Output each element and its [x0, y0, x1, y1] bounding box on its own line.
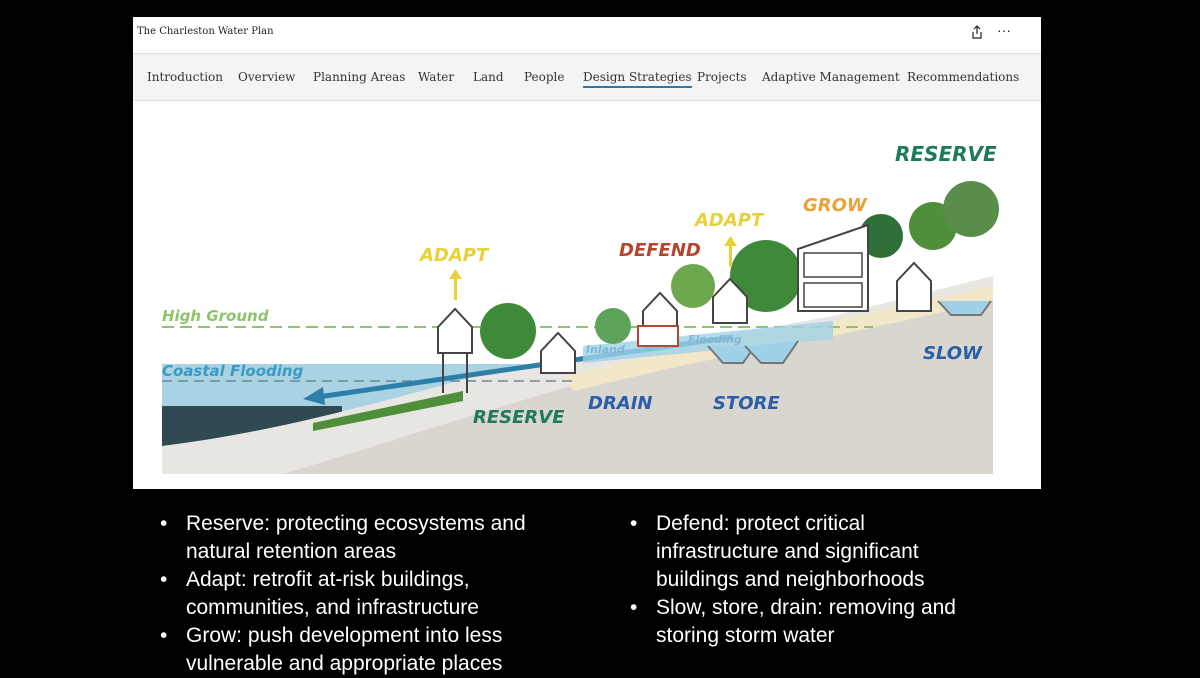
tab-land[interactable]: Land: [473, 70, 504, 84]
tab-people[interactable]: People: [524, 70, 565, 84]
house: [712, 277, 748, 324]
tall-building: [797, 223, 869, 312]
label-reserve-bottom: RESERVE: [473, 407, 565, 428]
bullet-adapt: Adapt: retrofit at-risk buildings, commu…: [160, 566, 580, 622]
tab-water[interactable]: Water: [418, 70, 455, 84]
label-coastal-flooding: Coastal Flooding: [162, 362, 304, 380]
flood-wall: [637, 325, 679, 347]
label-flooding: Flooding: [688, 333, 742, 346]
label-reserve-top: RESERVE: [895, 142, 997, 166]
bullet-reserve: Reserve: protecting ecosystems and natur…: [160, 510, 580, 566]
share-icon[interactable]: [971, 25, 983, 39]
tab-design-strategies[interactable]: Design Strategies: [583, 70, 692, 88]
tree: [730, 240, 802, 312]
label-defend: DEFEND: [619, 240, 701, 261]
label-adapt-left: ADAPT: [418, 245, 490, 266]
title-bar: The Charleston Water Plan ···: [133, 17, 1041, 54]
tab-overview[interactable]: Overview: [238, 70, 296, 84]
house: [540, 331, 576, 374]
label-grow: GROW: [803, 195, 868, 216]
adapt-up-arrow: [724, 236, 737, 267]
marsh-grass: [313, 391, 463, 431]
store-basin: [744, 340, 799, 364]
strategy-diagram: RESERVE GROW ADAPT DEFEND ADAPT High Gro…: [162, 142, 999, 474]
label-slow: SLOW: [923, 343, 983, 364]
bullet-list-left: Reserve: protecting ecosystems and natur…: [160, 510, 580, 678]
tree: [595, 308, 631, 344]
nav-bar: Introduction Overview Planning Areas Wat…: [133, 54, 1041, 101]
flood-arrowhead: [303, 387, 325, 405]
more-icon[interactable]: ···: [997, 22, 1011, 38]
bullet-slow-store-drain: Slow, store, drain: removing and storing…: [630, 594, 970, 650]
app-title: The Charleston Water Plan: [137, 26, 274, 37]
bullet-list-right: Defend: protect critical infrastructure …: [630, 510, 970, 650]
tab-recommendations[interactable]: Recommendations: [907, 70, 1020, 84]
tree: [480, 303, 536, 359]
inland-flooding-band: [583, 321, 833, 363]
bullet-grow: Grow: push development into less vulnera…: [160, 622, 580, 678]
house: [896, 261, 932, 312]
bullet-defend: Defend: protect critical infrastructure …: [630, 510, 970, 594]
tree: [671, 264, 715, 308]
tab-adaptive-management[interactable]: Adaptive Management: [762, 70, 900, 84]
adapt-up-arrow: [449, 269, 462, 300]
stilt-house: [437, 307, 473, 393]
tab-planning-areas[interactable]: Planning Areas: [313, 70, 406, 84]
tree: [859, 214, 903, 258]
label-store: STORE: [713, 393, 780, 414]
label-adapt-right: ADAPT: [693, 210, 765, 231]
tab-introduction[interactable]: Introduction: [147, 70, 223, 84]
store-basin: [707, 345, 756, 364]
label-drain: DRAIN: [588, 393, 653, 414]
tab-projects[interactable]: Projects: [697, 70, 747, 84]
slow-basin: [937, 300, 992, 316]
app-window: The Charleston Water Plan ··· Introducti…: [133, 17, 1041, 489]
label-inland: Inland: [586, 343, 625, 356]
tree: [943, 181, 999, 237]
label-high-ground: High Ground: [162, 307, 269, 325]
